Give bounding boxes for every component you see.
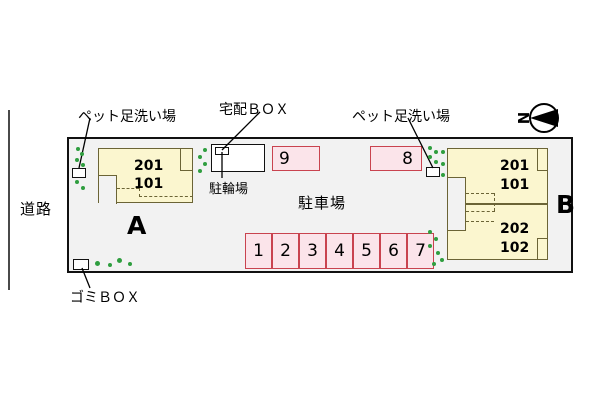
building-a-unit-201: 201 [134, 158, 164, 174]
gomi-box-leader [81, 267, 91, 289]
building-a-notch-edge-h [98, 175, 117, 176]
parking-stall-3-number: 3 [307, 241, 318, 261]
building-b-unit-201: 201 [500, 158, 530, 174]
parking-stall-5-number: 5 [361, 241, 372, 261]
greenery-dot [428, 230, 432, 234]
building-a-notch-edge-v [116, 176, 117, 204]
parking-lot-label: 駐車場 [298, 194, 347, 212]
parking-stall-2[interactable]: 2 [272, 233, 299, 269]
building-b-notch-edge-v [465, 178, 466, 230]
bicycle-parking-label: 駐輪場 [209, 182, 249, 197]
building-b-notch [448, 178, 466, 230]
building-a-entry-dash-2 [139, 196, 193, 197]
parking-stall-1[interactable]: 1 [245, 233, 272, 269]
greenery-dot [436, 251, 440, 255]
parking-stall-2-number: 2 [280, 241, 291, 261]
building-a-balcony-edge [180, 170, 193, 171]
greenery-dot [441, 173, 445, 177]
greenery-dot [198, 155, 202, 159]
greenery-dot [128, 262, 132, 266]
building-b-unit-102: 102 [500, 240, 530, 256]
bicycle-parking-leader [221, 152, 223, 178]
parking-stall-7[interactable]: 7 [407, 233, 434, 269]
building-b-upper-balcony-divider [537, 148, 538, 170]
building-a-balcony-divider [180, 148, 181, 170]
building-b-entry-dash-lower2 [466, 211, 495, 212]
building-b-entry-dash-mid [494, 193, 495, 211]
parking-stall-4[interactable]: 4 [326, 233, 353, 269]
parking-stall-6-number: 6 [388, 241, 399, 261]
parking-stall-5[interactable]: 5 [353, 233, 380, 269]
building-b-lower-balcony-edge [537, 238, 548, 239]
greenery-dot [75, 158, 79, 162]
greenery-dot [95, 261, 100, 266]
greenery-dot [441, 150, 445, 154]
parking-stall-8[interactable]: 8 [370, 146, 422, 171]
road-line [8, 110, 10, 290]
building-b-notch-edge-top [447, 177, 466, 178]
building-b-upper-balcony-edge [537, 170, 548, 171]
parking-stall-1-number: 1 [253, 241, 264, 261]
building-a-entry-dash-3 [139, 188, 140, 197]
greenery-dot [428, 146, 432, 150]
parking-stall-4-number: 4 [334, 241, 345, 261]
greenery-dot [440, 258, 444, 262]
greenery-dot [434, 150, 438, 154]
pet-wash-right-label: ペット足洗い場 [352, 109, 450, 125]
greenery-dot [434, 237, 438, 241]
greenery-dot [198, 169, 202, 173]
pet-wash-left-label: ペット足洗い場 [78, 109, 176, 125]
building-a-notch [99, 176, 117, 204]
building-b-entry-dash-upper [466, 193, 494, 194]
building-b-lower-balcony-divider [537, 238, 538, 260]
parking-stall-9-number: 9 [279, 148, 290, 169]
greenery-dot [428, 244, 432, 248]
building-b-letter: B [556, 190, 576, 219]
greenery-dot [76, 147, 80, 151]
delivery-box-label: 宅配ＢＯＸ [219, 102, 289, 118]
road-label: 道路 [20, 200, 53, 218]
building-a-unit-101: 101 [134, 176, 164, 192]
north-arrow-icon: N [516, 103, 559, 133]
parking-stall-8-number: 8 [402, 148, 413, 169]
gomi-box[interactable] [73, 259, 89, 270]
pet-wash-left-leader [78, 117, 91, 169]
greenery-dot [81, 186, 85, 190]
pet-wash-station-left[interactable] [72, 168, 86, 178]
greenery-dot [203, 162, 207, 166]
gomi-box-label: ゴミＢＯＸ [70, 290, 140, 306]
building-b-notch-edge-bottom [447, 230, 466, 231]
building-a-letter: A [127, 211, 147, 240]
greenery-dot [108, 263, 112, 267]
greenery-dot [441, 162, 445, 166]
delivery-box-leader [221, 111, 261, 151]
greenery-dot [81, 163, 85, 167]
parking-stall-3[interactable]: 3 [299, 233, 326, 269]
greenery-dot [80, 152, 84, 156]
greenery-dot [75, 180, 79, 184]
greenery-dot [203, 148, 207, 152]
building-b-unit-202: 202 [500, 221, 530, 237]
building-b-unit-101: 101 [500, 177, 530, 193]
compass-letter-n: N [516, 112, 533, 125]
greenery-dot [434, 160, 438, 164]
building-a-entry-dash-1 [117, 188, 139, 189]
pet-wash-right-leader [407, 117, 434, 169]
building-b-entry-dash-lower [466, 221, 494, 222]
greenery-dot [117, 258, 122, 263]
greenery-dot [432, 262, 436, 266]
parking-stall-9[interactable]: 9 [272, 146, 320, 171]
parking-stall-7-number: 7 [415, 241, 426, 261]
parking-stall-6[interactable]: 6 [380, 233, 407, 269]
greenery-dot [428, 155, 432, 159]
